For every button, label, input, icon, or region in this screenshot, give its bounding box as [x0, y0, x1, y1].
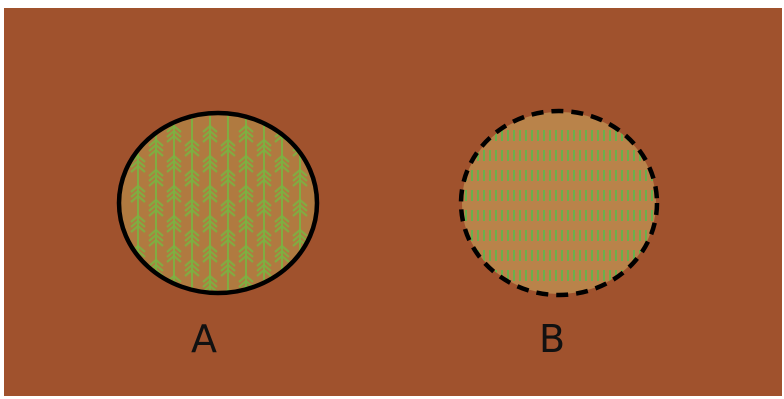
- seedling-leaf-cluster: [220, 198, 236, 217]
- seedling-leaf-cluster: [274, 214, 290, 233]
- seedling-leaf-cluster: [184, 168, 200, 187]
- seedling-leaf-cluster: [130, 124, 146, 143]
- seedling-leaf-cluster: [238, 214, 254, 233]
- seedling-leaf-cluster: [238, 124, 254, 143]
- seedling-leaf-cluster: [202, 214, 218, 233]
- seedling-leaf-cluster: [148, 228, 164, 247]
- seedling-leaf-cluster: [292, 168, 308, 187]
- seedling-leaf-cluster: [274, 154, 290, 173]
- seedling-leaf-cluster: [256, 138, 272, 157]
- diagram-art: [116, 108, 660, 298]
- seedling-leaf-cluster: [220, 288, 236, 292]
- seedling-leaf-cluster: [238, 184, 254, 203]
- seedling-leaf-cluster: [274, 274, 290, 292]
- panel-a-fill: [120, 114, 316, 292]
- seedling-leaf-cluster: [256, 168, 272, 187]
- seedling-leaf-cluster: [238, 154, 254, 173]
- seedling-leaf-cluster: [130, 184, 146, 203]
- seedling-leaf-cluster: [166, 244, 182, 263]
- grass-row: [465, 190, 653, 201]
- seedling-leaf-cluster: [130, 214, 146, 233]
- seedling-leaf-cluster: [202, 154, 218, 173]
- seedling-leaf-cluster: [202, 274, 218, 292]
- seedling-leaf-cluster: [256, 288, 272, 292]
- seedling-leaf-cluster: [256, 198, 272, 217]
- seedling-leaf-cluster: [274, 244, 290, 263]
- seedling-leaf-cluster: [220, 228, 236, 247]
- panel-a-solid-border: [116, 110, 320, 296]
- grass-row: [465, 210, 653, 221]
- seedling-leaf-cluster: [220, 138, 236, 157]
- seedling-leaf-cluster: [166, 184, 182, 203]
- panel-a: [116, 110, 320, 296]
- seedling-leaf-cluster: [130, 274, 146, 292]
- panel-b-dashed-border: [458, 108, 660, 298]
- panel-b-fill: [462, 112, 656, 294]
- seedling-leaf-cluster: [292, 198, 308, 217]
- grass-row: [465, 230, 653, 241]
- seedling-leaf-cluster: [184, 228, 200, 247]
- seedling-leaf-cluster: [202, 124, 218, 143]
- seedling-leaf-cluster: [148, 168, 164, 187]
- seedling-leaf-cluster: [148, 138, 164, 157]
- grass-rows: [465, 130, 653, 281]
- panel-b: [458, 108, 660, 298]
- seedling-leaf-cluster: [166, 124, 182, 143]
- seedling-leaf-cluster: [184, 198, 200, 217]
- panel-b-label: B: [538, 317, 566, 361]
- seedling-leaf-cluster: [184, 258, 200, 277]
- seedling-leaf-cluster: [256, 228, 272, 247]
- seedling-leaf-cluster: [202, 244, 218, 263]
- seedling-leaf-cluster: [166, 154, 182, 173]
- seedling-leaf-cluster: [148, 288, 164, 292]
- seedling-leaf-cluster: [184, 138, 200, 157]
- seedling-leaf-cluster: [220, 168, 236, 187]
- seedling-leaf-cluster: [202, 184, 218, 203]
- seedling-leaf-cluster: [166, 214, 182, 233]
- seedling-leaf-cluster: [238, 244, 254, 263]
- seedling-leaf-cluster: [274, 184, 290, 203]
- seedling-leaf-cluster: [148, 198, 164, 217]
- seedling-leaf-cluster: [256, 258, 272, 277]
- diagram-canvas: A B: [4, 8, 782, 396]
- panel-a-label: A: [191, 317, 217, 361]
- seedling-leaf-cluster: [220, 258, 236, 277]
- seedling-leaf-cluster: [292, 288, 308, 292]
